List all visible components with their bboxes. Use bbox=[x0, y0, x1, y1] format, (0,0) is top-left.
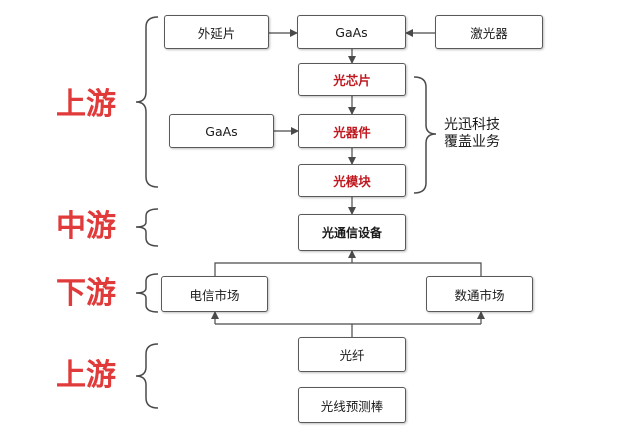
box-optical-module: 光模块 bbox=[298, 164, 406, 197]
brace-downstream bbox=[135, 273, 159, 313]
brace-upstream-bottom bbox=[135, 343, 159, 409]
box-optical-device: 光器件 bbox=[298, 114, 406, 148]
note-line-1: 光迅科技 bbox=[444, 117, 500, 133]
box-gaas-top: GaAs bbox=[297, 15, 406, 49]
stage-label-upstream-top: 上游 bbox=[56, 87, 116, 122]
stage-label-midstream: 中游 bbox=[56, 209, 116, 244]
stage-label-downstream: 下游 bbox=[56, 276, 116, 311]
box-gaas-left: GaAs bbox=[169, 114, 274, 148]
stage-label-upstream-bottom: 上游 bbox=[56, 358, 116, 393]
box-optical-chip: 光芯片 bbox=[298, 63, 406, 96]
box-optical-comm-equipment: 光通信设备 bbox=[298, 214, 406, 251]
box-fiber-preform: 光线预测棒 bbox=[298, 387, 406, 423]
brace-upstream-top bbox=[135, 16, 159, 188]
note-line-2: 覆盖业务 bbox=[444, 134, 500, 150]
box-telecom-market: 电信市场 bbox=[161, 276, 268, 312]
brace-midstream bbox=[135, 208, 159, 247]
box-epitaxial-wafer: 外延片 bbox=[164, 15, 269, 49]
box-laser: 激光器 bbox=[435, 15, 543, 49]
brace-guangxun-coverage bbox=[413, 76, 437, 194]
box-optical-fiber: 光纤 bbox=[298, 337, 406, 372]
connector-markets-to-equipment bbox=[214, 262, 482, 276]
note-guangxun-coverage: 光迅科技 覆盖业务 bbox=[444, 117, 500, 151]
box-datacom-market: 数通市场 bbox=[426, 276, 533, 312]
